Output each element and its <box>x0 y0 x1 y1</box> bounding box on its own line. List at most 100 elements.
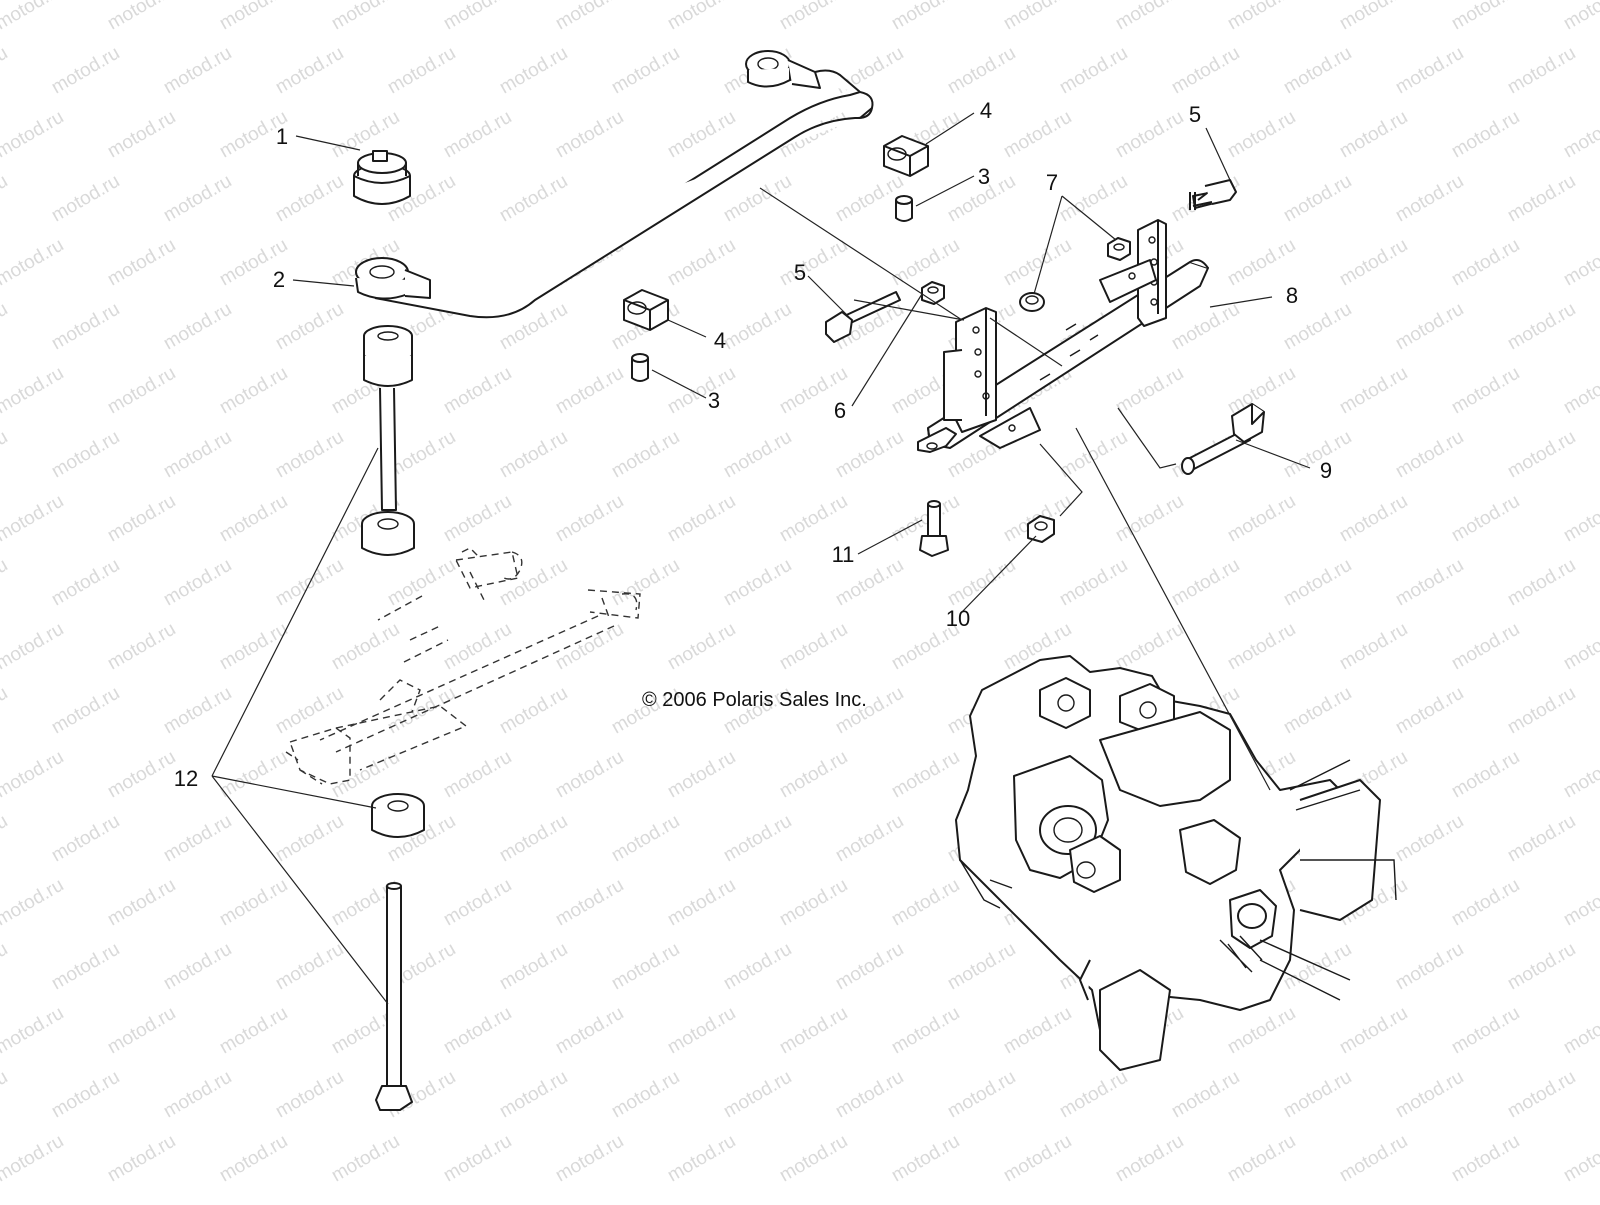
watermark-text: motod.ru <box>1392 555 1467 611</box>
part-8-crossmember <box>917 219 1209 453</box>
watermark-text: motod.ru <box>0 683 11 739</box>
watermark-text: motod.ru <box>48 1067 123 1123</box>
watermark-text: motod.ru <box>48 811 123 867</box>
watermark-text: motod.ru <box>1560 747 1600 803</box>
part-11-bolt <box>919 500 949 557</box>
watermark-text: motod.ru <box>1112 1131 1187 1187</box>
watermark-text: motod.ru <box>1392 1067 1467 1123</box>
watermark-text: motod.ru <box>1336 363 1411 419</box>
watermark-text: motod.ru <box>1000 1131 1075 1187</box>
watermark-text: motod.ru <box>0 235 67 291</box>
watermark-text: motod.ru <box>888 747 963 803</box>
watermark-text: motod.ru <box>1168 555 1243 611</box>
watermark-text: motod.ru <box>0 43 11 99</box>
watermark-text: motod.ru <box>1280 171 1355 227</box>
watermark-text: motod.ru <box>1056 171 1131 227</box>
watermark-text: motod.ru <box>496 683 571 739</box>
watermark-text: motod.ru <box>1336 235 1411 291</box>
watermark-text: motod.ru <box>552 1003 627 1059</box>
watermark-text: motod.ru <box>1224 619 1299 675</box>
watermark-text: motod.ru <box>0 747 67 803</box>
watermark-text: motod.ru <box>272 171 347 227</box>
watermark-text: motod.ru <box>1448 107 1523 163</box>
watermark-text: motod.ru <box>1392 811 1467 867</box>
watermark-text: motod.ru <box>720 811 795 867</box>
watermark-text: motod.ru <box>384 43 459 99</box>
watermark-text: motod.ru <box>160 43 235 99</box>
watermark-text: motod.ru <box>216 619 291 675</box>
watermark-text: motod.ru <box>832 939 907 995</box>
watermark-text: motod.ru <box>1504 1067 1579 1123</box>
watermark-text: motod.ru <box>552 107 627 163</box>
callout-4-lower: 4 <box>714 328 726 353</box>
watermark-text: motod.ru <box>0 363 67 419</box>
watermark-text: motod.ru <box>1056 427 1131 483</box>
watermark-text: motod.ru <box>1560 875 1600 931</box>
watermark-text: motod.ru <box>272 427 347 483</box>
watermark-text: motod.ru <box>104 363 179 419</box>
watermark-text: motod.ru <box>160 427 235 483</box>
watermark-text: motod.ru <box>664 363 739 419</box>
watermark-text: motod.ru <box>608 43 683 99</box>
watermark-text: motod.ru <box>1504 555 1579 611</box>
callout-2: 2 <box>273 267 285 292</box>
part-3-sleeve-upper <box>895 195 913 222</box>
watermark-text: motod.ru <box>440 619 515 675</box>
watermark-text: motod.ru <box>832 43 907 99</box>
watermark-text: motod.ru <box>1056 1067 1131 1123</box>
watermark-text: motod.ru <box>48 171 123 227</box>
watermark-text: motod.ru <box>776 1003 851 1059</box>
watermark-text: motod.ru <box>1448 1003 1523 1059</box>
watermark-text: motod.ru <box>776 875 851 931</box>
watermark-text: motod.ru <box>1448 235 1523 291</box>
watermark-text: motod.ru <box>160 811 235 867</box>
watermark-text: motod.ru <box>888 875 963 931</box>
watermark-text: motod.ru <box>0 0 67 34</box>
callout-7: 7 <box>1046 170 1058 195</box>
watermark-text: motod.ru <box>272 811 347 867</box>
watermark-text: motod.ru <box>1280 1067 1355 1123</box>
watermark-text: motod.ru <box>328 0 403 34</box>
watermark-text: motod.ru <box>608 939 683 995</box>
watermark-text: motod.ru <box>888 1003 963 1059</box>
watermark-text: motod.ru <box>440 1003 515 1059</box>
watermark-text: motod.ru <box>944 939 1019 995</box>
watermark-text: motod.ru <box>0 299 11 355</box>
watermark-text: motod.ru <box>0 1003 67 1059</box>
watermark-text: motod.ru <box>664 619 739 675</box>
watermark-text: motod.ru <box>1112 107 1187 163</box>
part-4-clamp-lower <box>623 289 669 331</box>
watermark-text: motod.ru <box>216 875 291 931</box>
watermark-text: motod.ru <box>440 0 515 34</box>
watermark-text: motod.ru <box>1392 299 1467 355</box>
watermark-text: motod.ru <box>720 427 795 483</box>
watermark-text: motod.ru <box>552 747 627 803</box>
watermark-text: motod.ru <box>888 0 963 34</box>
watermark-text: motod.ru <box>1224 107 1299 163</box>
watermark-text: motod.ru <box>832 427 907 483</box>
watermark-text: motod.ru <box>608 1067 683 1123</box>
watermark-text: motod.ru <box>1392 171 1467 227</box>
watermark-text: motod.ru <box>216 1003 291 1059</box>
watermark-text: motod.ru <box>496 43 571 99</box>
watermark-text: motod.ru <box>608 427 683 483</box>
watermark-text: motod.ru <box>0 939 11 995</box>
watermark-text: motod.ru <box>832 811 907 867</box>
watermark-text: motod.ru <box>1168 1067 1243 1123</box>
watermark-text: motod.ru <box>944 1067 1019 1123</box>
watermark-text: motod.ru <box>664 875 739 931</box>
watermark-text: motod.ru <box>720 1067 795 1123</box>
watermark-text: motod.ru <box>216 0 291 34</box>
callout-labels: 1 2 3 3 4 4 5 5 6 7 8 9 10 11 12 <box>174 98 1332 791</box>
part-10-nut <box>1027 515 1055 543</box>
watermark-text: motod.ru <box>496 939 571 995</box>
watermark-text: motod.ru <box>1224 235 1299 291</box>
watermark-text: motod.ru <box>776 619 851 675</box>
leader-lines <box>211 112 1311 1005</box>
watermark-text: motod.ru <box>272 43 347 99</box>
watermark-text: motod.ru <box>608 555 683 611</box>
watermark-text: motod.ru <box>776 1131 851 1187</box>
watermark-text: motod.ru <box>0 427 11 483</box>
